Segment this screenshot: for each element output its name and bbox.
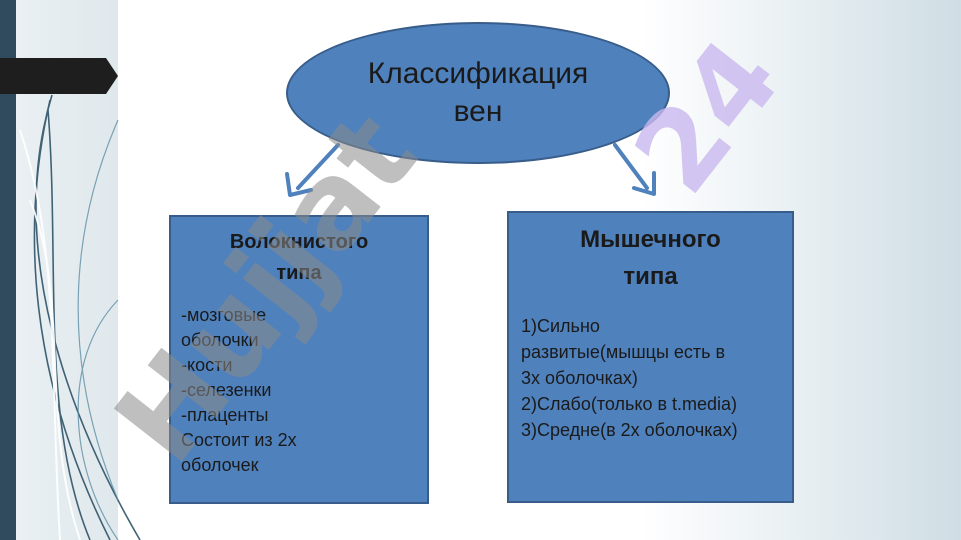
list-item: Состоит из 2х оболочек — [181, 430, 297, 475]
slide-tab-marker — [0, 58, 118, 94]
arrow-left-head — [285, 172, 313, 197]
list-item: -мозговые оболочки — [181, 305, 267, 350]
list-item: -селезенки — [181, 380, 272, 400]
arrow-right-head — [632, 171, 656, 196]
arrow-left-line — [296, 143, 340, 190]
branch-title-fibrous: Волокнистого типа — [229, 231, 369, 284]
root-node-classification: Классификация вен — [286, 22, 670, 164]
branch-title-muscular: Мышечного типа — [580, 226, 721, 290]
list-item: 2)Слабо(только в t.media) — [521, 394, 738, 414]
branch-muscular-type: Мышечного типа 1)Сильно развитые(мышцы е… — [507, 211, 794, 503]
list-item: -плаценты — [181, 405, 269, 425]
branch-list-fibrous: -мозговые оболочки -кости -селезенки -пл… — [181, 303, 427, 478]
arrow-right-line — [613, 143, 649, 190]
list-item: 1)Сильно развитые(мышцы есть в 3х оболоч… — [521, 316, 726, 388]
list-item: 3)Средне(в 2х оболочках) — [521, 420, 738, 440]
list-item: -кости — [181, 355, 233, 375]
branch-fibrous-type: Волокнистого типа -мозговые оболочки -ко… — [169, 215, 429, 504]
branch-list-muscular: 1)Сильно развитые(мышцы есть в 3х оболоч… — [521, 313, 792, 443]
